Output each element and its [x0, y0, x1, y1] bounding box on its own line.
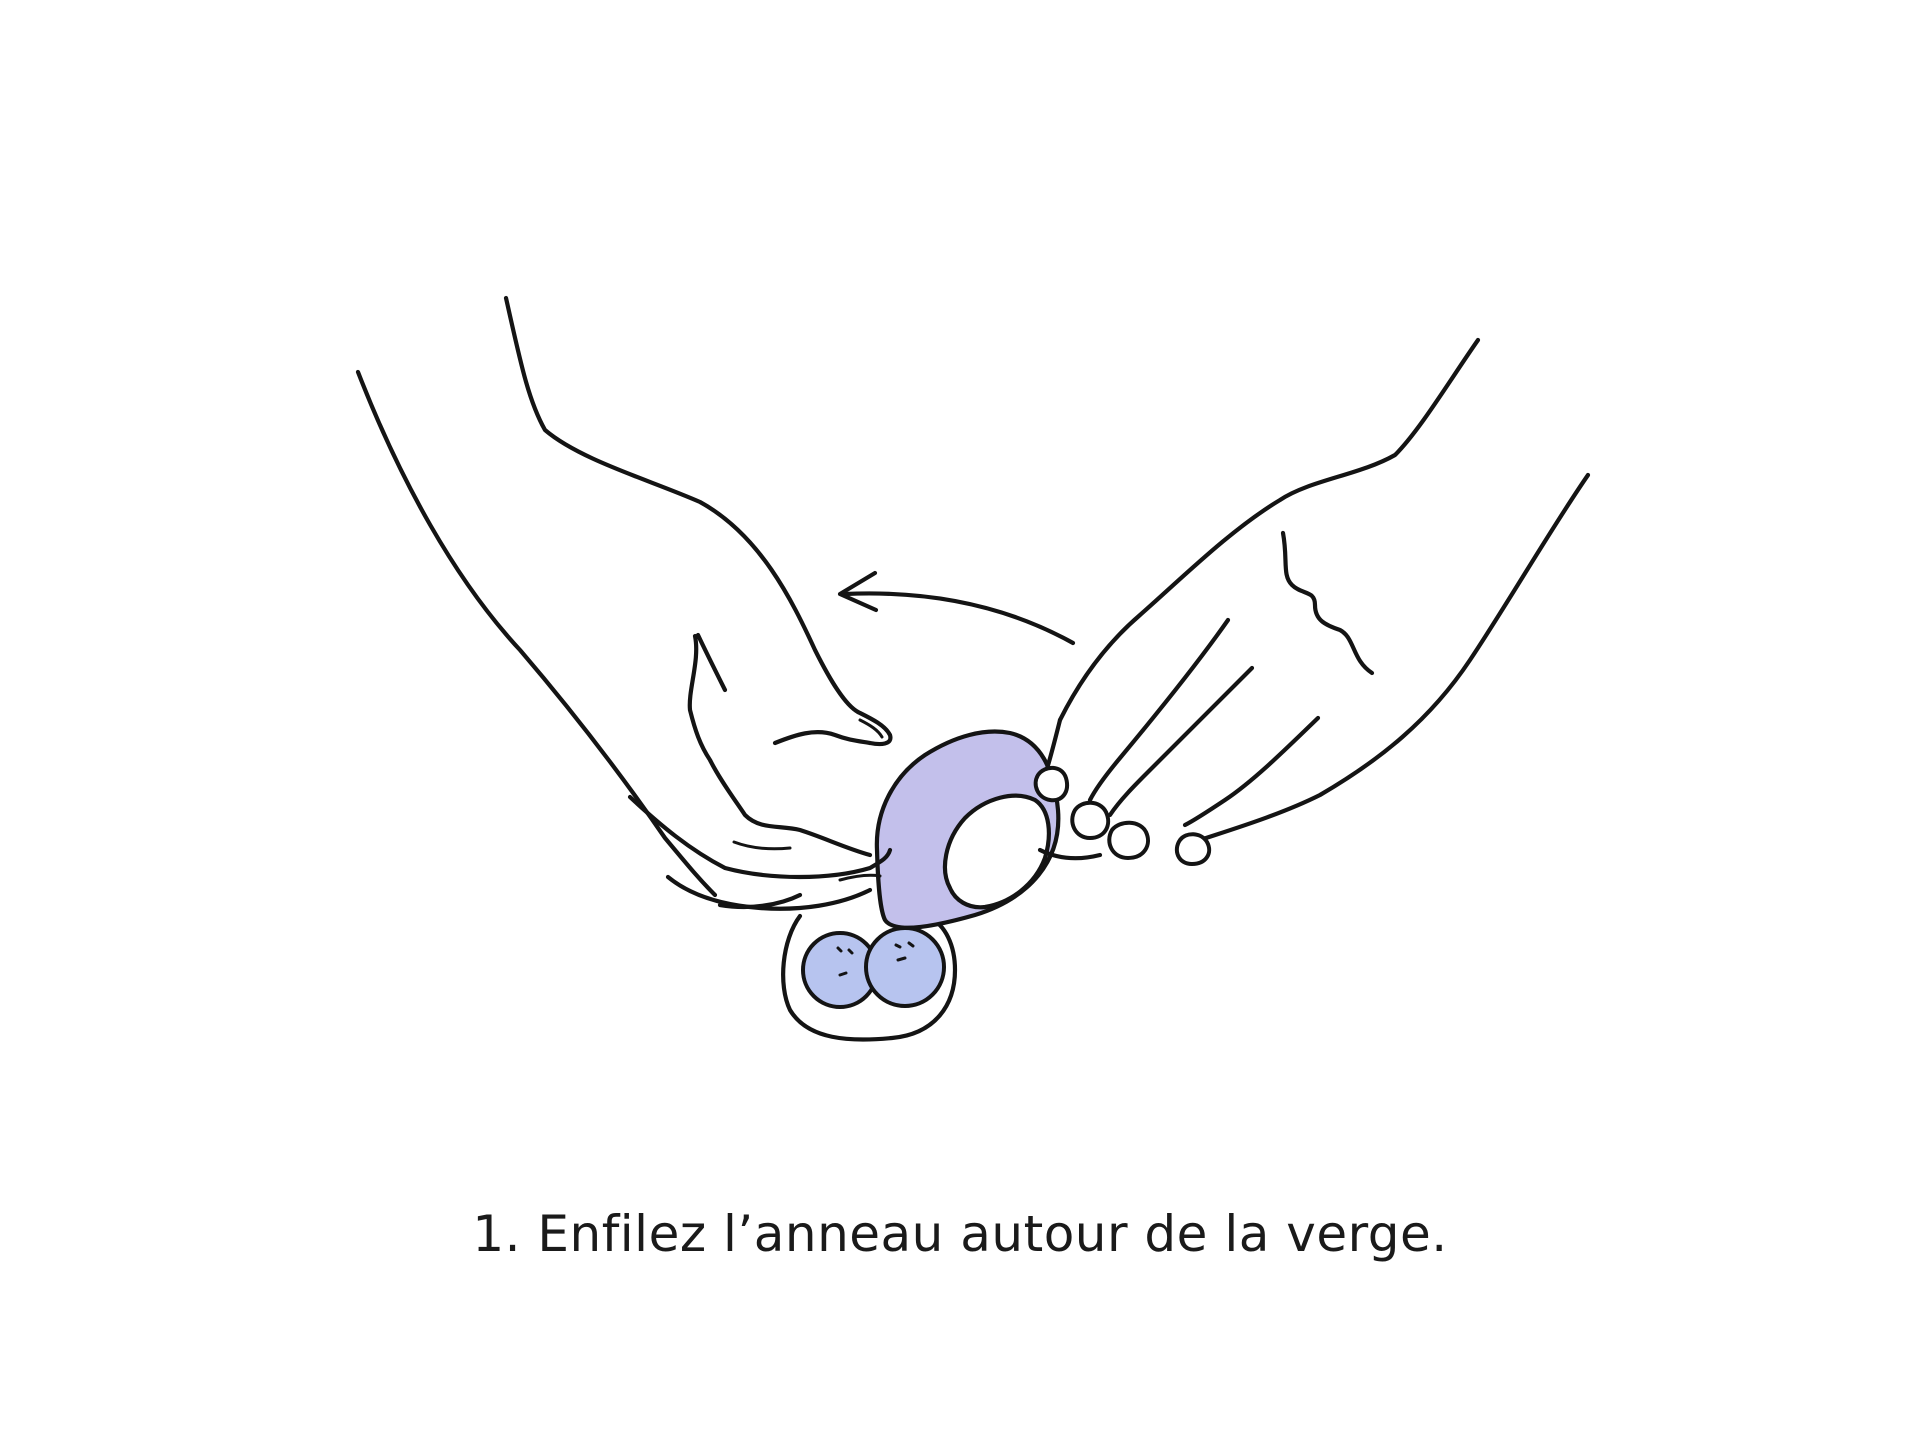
ring-icon: [874, 729, 1061, 930]
curved-arrow-icon: [837, 570, 1076, 646]
right-hand-icon: [1033, 337, 1591, 866]
left-hand-icon: [355, 295, 893, 911]
scrotum-icon: [781, 913, 958, 1042]
instruction-caption: 1. Enfilez l’anneau autour de la verge.: [472, 1205, 1448, 1263]
